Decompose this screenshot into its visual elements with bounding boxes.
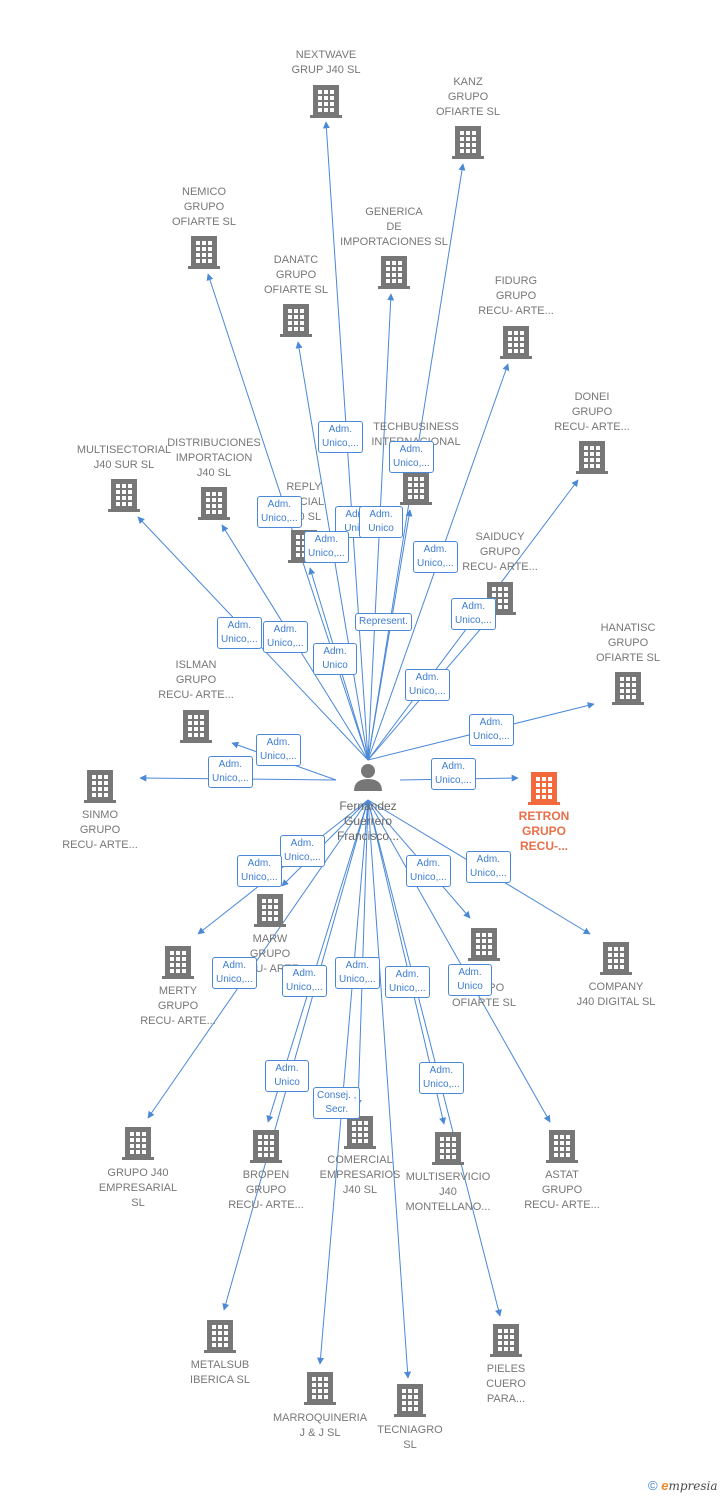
relation-label[interactable]: Adm. Unico,...	[451, 598, 496, 630]
company-node-label[interactable]: TECNIAGRO SL	[377, 1424, 443, 1451]
company-node-label[interactable]: DISTRIBUCIONES IMPORTACION J40 SL	[167, 437, 261, 479]
company-node-label[interactable]: PIELES CUERO PARA...	[486, 1363, 526, 1405]
company-node-label[interactable]: METALSUB IBERICA SL	[190, 1359, 250, 1386]
building-icon	[378, 256, 410, 289]
edge-marroquineria	[317, 799, 369, 1365]
relation-label[interactable]: Adm. Unico	[313, 643, 357, 675]
person-name[interactable]: Fernandez Guerrero Francisco...	[336, 799, 399, 843]
company-node-label[interactable]: NEMICO GRUPO OFIARTE SL	[172, 186, 236, 228]
copyright-symbol: ©	[648, 1478, 658, 1493]
building-icon	[204, 1320, 236, 1353]
building-icon	[576, 441, 608, 474]
company-node-label[interactable]: BROPEN GRUPO RECU- ARTE...	[228, 1169, 304, 1211]
company-node-label[interactable]: DONEI GRUPO RECU- ARTE...	[554, 391, 630, 433]
relation-label[interactable]: Adm. Unico,...	[237, 855, 282, 887]
edge-pieles	[367, 799, 502, 1317]
relation-label[interactable]: Consej. , Secr.	[313, 1087, 361, 1119]
edge-metalsub	[222, 799, 369, 1311]
building-icon	[162, 946, 194, 979]
relation-label[interactable]: Adm. Unico,...	[212, 957, 257, 989]
company-node-label[interactable]: ASTAT GRUPO RECU- ARTE...	[524, 1169, 600, 1211]
edge-techbusiness	[367, 509, 413, 761]
relation-label[interactable]: Adm. Unico,...	[217, 617, 262, 649]
relation-label[interactable]: Adm. Unico,...	[389, 441, 434, 473]
company-node-label[interactable]: HANATISC GRUPO OFIARTE SL	[596, 622, 660, 664]
building-icon	[304, 1372, 336, 1405]
building-icon	[188, 236, 220, 269]
company-node-label[interactable]: NEXTWAVE GRUP J40 SL	[291, 49, 361, 76]
edge-comercial	[354, 799, 369, 1107]
company-node-label[interactable]: MARROQUINERIA J & J SL	[272, 1412, 368, 1439]
building-icon	[254, 894, 286, 927]
icons-layer	[84, 85, 644, 1417]
relation-label[interactable]: Represent.	[355, 613, 412, 631]
building-icon	[468, 928, 500, 961]
building-icon	[500, 326, 532, 359]
company-node-label[interactable]: MULTISECTORIAL J40 SUR SL	[76, 444, 172, 471]
relation-label[interactable]: Adm. Unico,...	[469, 714, 514, 746]
relation-label[interactable]: Adm. Unico,...	[318, 421, 363, 453]
relation-label[interactable]: Adm. Unico,...	[280, 835, 325, 867]
building-icon	[344, 1116, 376, 1149]
building-icon	[310, 85, 342, 118]
company-node-label[interactable]: SINMO GRUPO RECU- ARTE...	[62, 809, 138, 851]
building-icon	[122, 1127, 154, 1160]
edge-tecniagro	[367, 799, 412, 1379]
relation-label[interactable]: Adm. Unico	[359, 506, 403, 538]
company-node-label[interactable]: MULTISERVICIO J40 MONTELLANO...	[405, 1171, 491, 1213]
company-node-label[interactable]: RETRON GRUPO RECU-...	[518, 809, 570, 853]
relation-label[interactable]: Adm. Unico,...	[466, 851, 511, 883]
edge-merty	[197, 799, 369, 935]
relation-label[interactable]: Adm. Unico,...	[304, 531, 349, 563]
building-icon	[280, 304, 312, 337]
building-icon	[250, 1130, 282, 1163]
relation-label[interactable]: Adm. Unico,...	[413, 541, 458, 573]
building-icon	[528, 772, 560, 805]
relation-label[interactable]: Adm. Unico,...	[208, 756, 253, 788]
edge-marw	[281, 799, 369, 887]
relation-label[interactable]: Adm. Unico	[448, 964, 492, 996]
company-node-label[interactable]: COMERCIAL EMPRESARIOS J40 SL	[319, 1154, 401, 1196]
company-node-label[interactable]: MERTY GRUPO RECU- ARTE...	[140, 985, 216, 1027]
building-icon	[452, 126, 484, 159]
relation-label[interactable]: Adm. Unico,...	[385, 966, 430, 998]
company-node-label[interactable]: COMPANY J40 DIGITAL SL	[576, 981, 656, 1008]
relation-label[interactable]: Adm. Unico,...	[335, 957, 380, 989]
footer-credit: © empresia	[648, 1478, 718, 1493]
company-node-label[interactable]: ISLMAN GRUPO RECU- ARTE...	[158, 659, 234, 701]
relation-label[interactable]: Adm. Unico,...	[406, 855, 451, 887]
company-node-label[interactable]: GRUPO J40 EMPRESARIAL SL	[98, 1167, 178, 1209]
relation-label[interactable]: Adm. Unico,...	[282, 965, 327, 997]
company-node-label[interactable]: GENERICA DE IMPORTACIONES SL	[340, 206, 448, 248]
company-node-label[interactable]: FIDURG GRUPO RECU- ARTE...	[478, 275, 554, 317]
building-icon	[546, 1130, 578, 1163]
relation-label[interactable]: Adm. Unico,...	[431, 758, 476, 790]
relation-label[interactable]: Adm. Unico,...	[405, 669, 450, 701]
company-node-label[interactable]: KANZ GRUPO OFIARTE SL	[436, 76, 500, 118]
building-icon	[394, 1384, 426, 1417]
building-icon	[490, 1324, 522, 1357]
relation-label[interactable]: Adm. Unico,...	[256, 734, 301, 766]
building-icon	[612, 672, 644, 705]
relation-label[interactable]: Adm. Unico	[265, 1060, 309, 1092]
building-icon	[198, 487, 230, 520]
building-icon	[108, 479, 140, 512]
building-icon	[180, 710, 212, 743]
relation-label[interactable]: Adm. Unico,...	[257, 496, 302, 528]
building-icon	[600, 942, 632, 975]
relation-label[interactable]: Adm. Unico,...	[263, 621, 308, 653]
edge-astat	[367, 799, 551, 1123]
building-icon	[432, 1132, 464, 1165]
company-node-label[interactable]: DANATC GRUPO OFIARTE SL	[264, 254, 328, 296]
building-icon	[400, 472, 432, 505]
building-icon	[84, 770, 116, 803]
person-icon	[354, 764, 382, 791]
brand-name: mpresia	[668, 1479, 718, 1493]
brand-initial: e	[661, 1478, 669, 1493]
company-node-label[interactable]: SAIDUCY GRUPO RECU- ARTE...	[462, 531, 538, 573]
relation-label[interactable]: Adm. Unico,...	[419, 1062, 464, 1094]
edge-grupoj40	[147, 799, 369, 1119]
